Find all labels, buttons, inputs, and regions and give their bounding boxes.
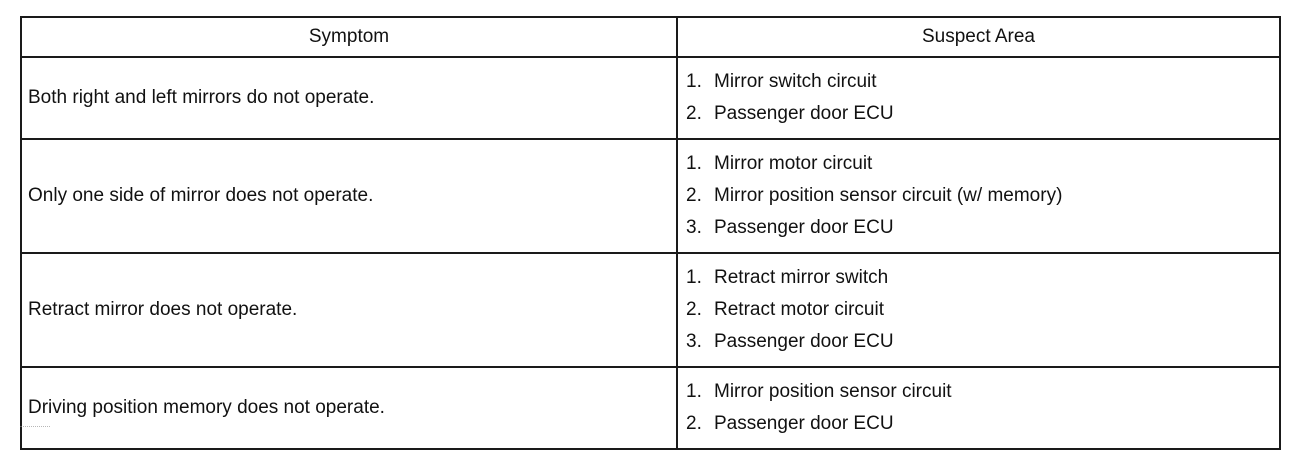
item-number: 2. <box>686 185 702 206</box>
troubleshooting-table: Symptom Suspect Area Both right and left… <box>20 16 1281 450</box>
list-item: 3. Passenger door ECU <box>686 326 1271 358</box>
scan-artifact-mark <box>20 426 50 431</box>
suspect-list: 1. Mirror motor circuit 2. Mirror position… <box>686 148 1271 244</box>
list-item: 2. Passenger door ECU <box>686 408 1271 440</box>
suspect-area-header: Suspect Area <box>676 16 1281 58</box>
list-item: 3. Passenger door ECU <box>686 212 1271 244</box>
item-text: Passenger door ECU <box>714 103 894 124</box>
list-item: 2. Retract motor circuit <box>686 294 1271 326</box>
item-text: Mirror switch circuit <box>714 71 877 92</box>
item-number: 1. <box>686 381 702 402</box>
item-number: 2. <box>686 299 702 320</box>
item-number: 3. <box>686 217 702 238</box>
table-row: Both right and left mirrors do not opera… <box>20 56 1281 140</box>
suspect-list: 1. Mirror position sensor circuit 2. Passe… <box>686 376 1271 440</box>
list-item: 2. Mirror position sensor circuit (w/ mem… <box>686 180 1271 212</box>
item-text: Retract motor circuit <box>714 299 884 320</box>
table-row: Driving position memory does not operate… <box>20 366 1281 450</box>
suspect-list: 1. Retract mirror switch 2. Retract motor … <box>686 262 1271 358</box>
item-text: Passenger door ECU <box>714 331 894 352</box>
table-row: Only one side of mirror does not operate… <box>20 138 1281 254</box>
item-text: Mirror motor circuit <box>714 153 873 174</box>
item-text: Passenger door ECU <box>714 413 894 434</box>
suspect-list: 1. Mirror switch circuit 2. Passenger door… <box>686 66 1271 130</box>
table-row: Retract mirror does not operate. 1. Retra… <box>20 252 1281 368</box>
item-text: Mirror position sensor circuit (w/ memor… <box>714 185 1063 206</box>
header-row: Symptom Suspect Area <box>20 16 1281 58</box>
symptom-header: Symptom <box>20 16 678 58</box>
item-number: 1. <box>686 71 702 92</box>
item-number: 2. <box>686 413 702 434</box>
list-item: 1. Mirror switch circuit <box>686 66 1271 98</box>
list-item: 1. Mirror position sensor circuit <box>686 376 1271 408</box>
item-number: 3. <box>686 331 702 352</box>
list-item: 1. Mirror motor circuit <box>686 148 1271 180</box>
suspect-area-cell: 1. Mirror motor circuit 2. Mirror position… <box>676 138 1281 254</box>
suspect-area-cell: 1. Mirror switch circuit 2. Passenger door… <box>676 56 1281 140</box>
item-number: 2. <box>686 103 702 124</box>
troubleshooting-table-container: Symptom Suspect Area Both right and left… <box>20 16 1281 450</box>
symptom-cell: Driving position memory does not operate… <box>20 366 678 450</box>
item-number: 1. <box>686 267 702 288</box>
item-number: 1. <box>686 153 702 174</box>
suspect-area-cell: 1. Mirror position sensor circuit 2. Passe… <box>676 366 1281 450</box>
symptom-cell: Both right and left mirrors do not opera… <box>20 56 678 140</box>
item-text: Passenger door ECU <box>714 217 894 238</box>
symptom-cell: Only one side of mirror does not operate… <box>20 138 678 254</box>
list-item: 1. Retract mirror switch <box>686 262 1271 294</box>
item-text: Mirror position sensor circuit <box>714 381 952 402</box>
suspect-area-cell: 1. Retract mirror switch 2. Retract motor … <box>676 252 1281 368</box>
list-item: 2. Passenger door ECU <box>686 98 1271 130</box>
item-text: Retract mirror switch <box>714 267 889 288</box>
symptom-cell: Retract mirror does not operate. <box>20 252 678 368</box>
